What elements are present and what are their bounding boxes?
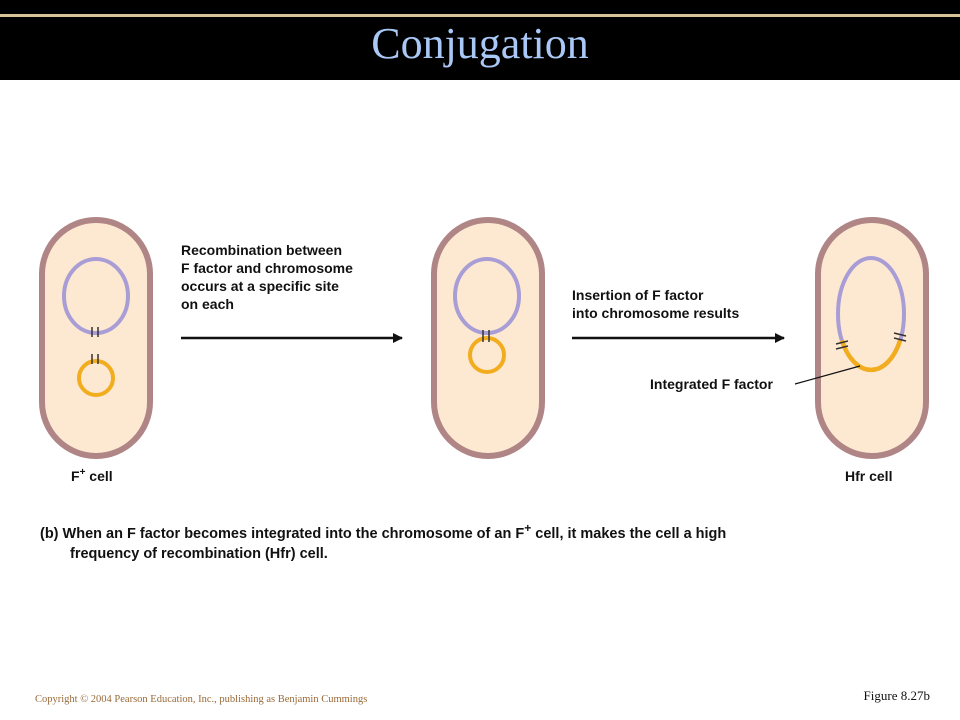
figure-reference: Figure 8.27b <box>863 688 930 703</box>
caption-superscript: + <box>524 521 532 535</box>
caption-part-label: (b) <box>40 525 59 542</box>
caption-line-2: frequency of recombination (Hfr) cell. <box>70 545 328 562</box>
f-plus-cell-label: F+ cell <box>71 467 113 484</box>
step2-line-2: into chromosome results <box>572 305 739 321</box>
caption-line-1b: cell, it makes the cell a high <box>531 525 727 542</box>
copyright-notice: Copyright © 2004 Pearson Education, Inc.… <box>35 694 368 705</box>
cell-wall <box>815 217 929 459</box>
title-bar <box>0 0 960 80</box>
step1-line-3: occurs at a specific site <box>181 278 339 294</box>
f-factor-plasmid <box>77 359 115 397</box>
step1-line-4: on each <box>181 296 234 312</box>
specific-site-marks <box>482 330 490 342</box>
integrated-f-factor-segment <box>839 339 903 373</box>
title-rule <box>0 14 960 17</box>
step1-line-2: F factor and chromosome <box>181 260 353 276</box>
hfr-cell-label: Hfr cell <box>845 468 892 484</box>
bacterial-chromosome <box>62 257 130 335</box>
f-plus-cell <box>39 217 153 459</box>
step2-line-1: Insertion of F factor <box>572 287 704 303</box>
bacterial-chromosome <box>453 257 521 335</box>
step1-line-1: Recombination between <box>181 242 342 258</box>
integrated-f-factor-label: Integrated F factor <box>650 376 773 392</box>
integrated-f-factor-pointer <box>794 365 861 385</box>
specific-site-marks <box>91 327 99 364</box>
hfr-cell <box>815 217 929 459</box>
figure-caption: (b) When an F factor becomes integrated … <box>40 518 840 564</box>
step2-description: Insertion of F factor into chromosome re… <box>572 287 739 321</box>
step1-description: Recombination between F factor and chrom… <box>181 242 353 312</box>
f-factor-plasmid <box>468 336 506 374</box>
integration-site-marks <box>835 332 907 350</box>
recombining-cell <box>431 217 545 459</box>
caption-line-1a: When an F factor becomes integrated into… <box>62 525 525 542</box>
cell-wall <box>39 217 153 459</box>
slide-title: Conjugation <box>371 19 589 68</box>
